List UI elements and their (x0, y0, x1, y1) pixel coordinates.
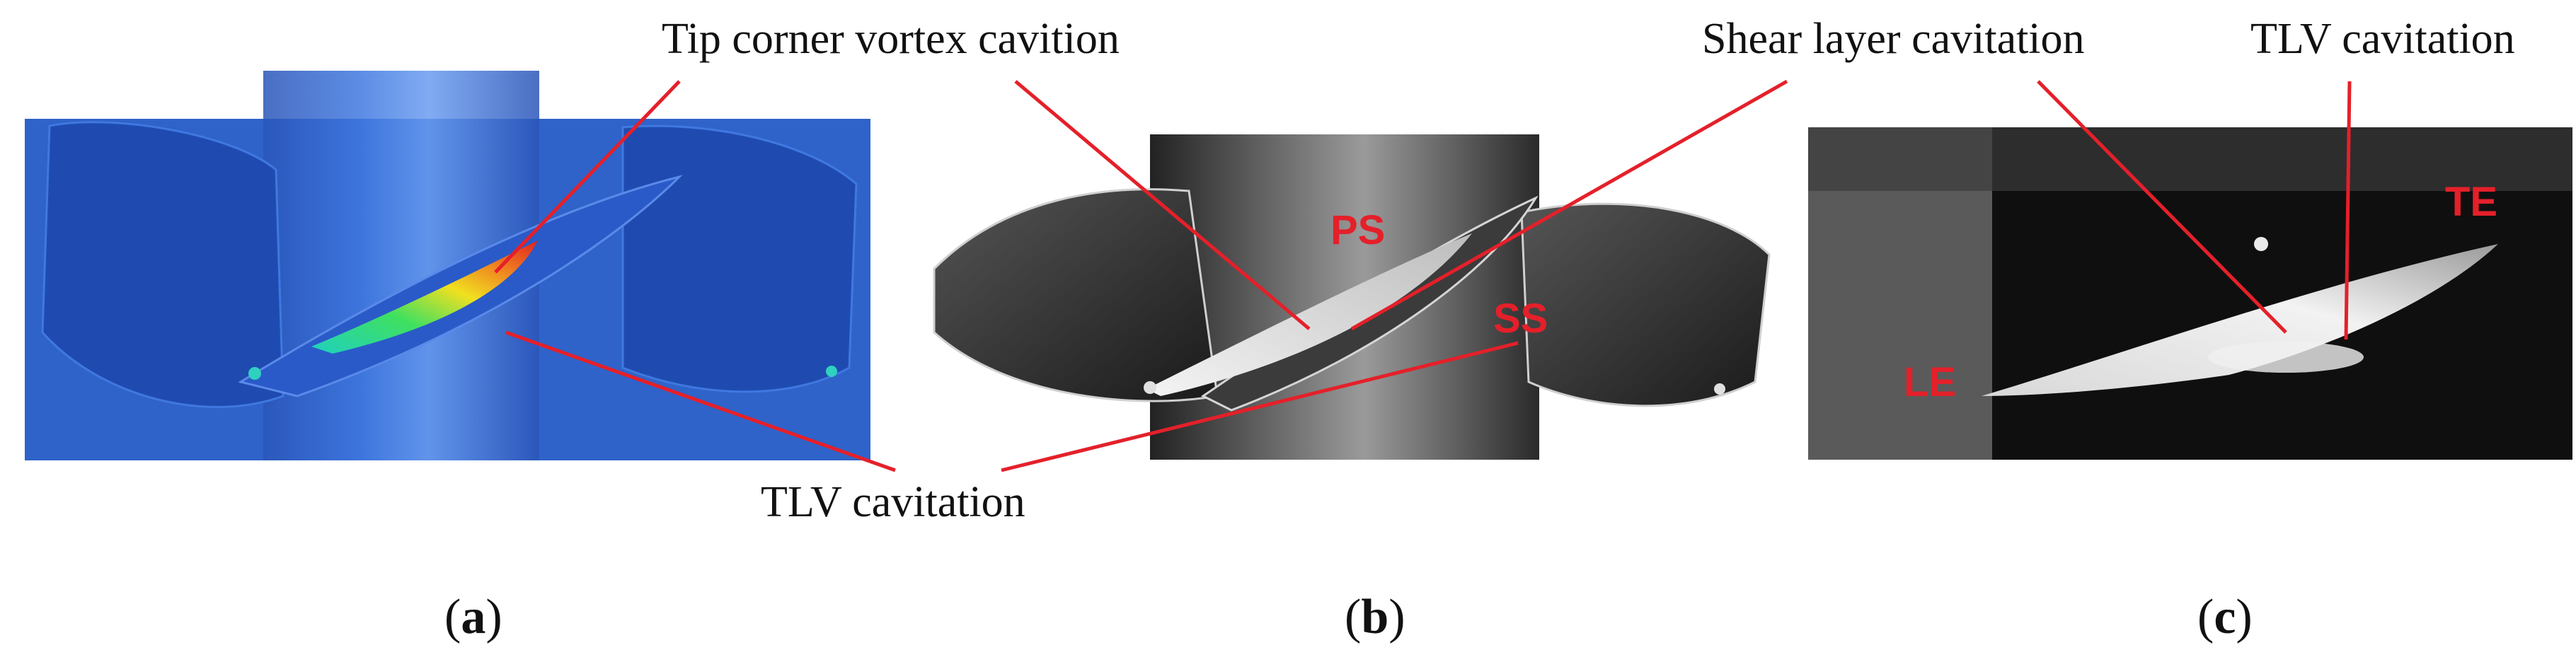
panel-label-b-letter: b (1361, 590, 1388, 644)
panel-b-blade-tip-left (1144, 381, 1156, 394)
leader-tlv-top-to-c (2344, 81, 2352, 340)
leader-shear-to-b (1350, 79, 1788, 331)
panel-b-blade-tip-right (1714, 383, 1725, 395)
region-label-le: LE (1904, 359, 1956, 405)
panel-b-cavitation-region (1146, 233, 1472, 396)
panel-label-c-letter: c (2214, 590, 2236, 644)
panel-c-shear-layer-cloud (2208, 342, 2364, 373)
leader-tip-corner-to-b (1014, 80, 1311, 330)
leader-tlv-bottom-to-a (505, 330, 896, 472)
annotation-tip-corner-vortex: Tip corner vortex cavition (662, 15, 1120, 63)
panel-c-photo-image: LE TE (1808, 127, 2572, 460)
panel-a-right-blade (621, 124, 858, 393)
region-label-ps: PS (1330, 207, 1385, 253)
panel-b-render-image: PS SS (933, 134, 1771, 460)
panel-c-top-wall (1808, 127, 2572, 191)
panel-label-c: (c) (2197, 590, 2253, 644)
region-label-ss: SS (1493, 296, 1548, 342)
panel-label-a-letter: a (461, 590, 485, 644)
leader-lines (494, 79, 2352, 472)
panel-a-cfd-image (25, 71, 870, 460)
panel-label-a: (a) (444, 590, 502, 644)
panel-a-left-blade (41, 121, 284, 408)
leader-shear-to-c (2037, 80, 2287, 334)
panel-b-left-blade (933, 188, 1219, 402)
annotation-shear-layer: Shear layer cavitation (1702, 15, 2085, 63)
panel-c-light-spot (2254, 237, 2268, 251)
panel-a-blade-tip-right (826, 366, 837, 377)
panel-a-blade-tip-left (248, 367, 261, 380)
leader-tip-corner-to-a (494, 80, 681, 274)
leader-tlv-bottom-to-b (1001, 341, 1519, 472)
panel-b-right-blade (1520, 202, 1771, 407)
panel-c-blade-cavitation (1982, 244, 2498, 396)
annotation-tlv-bottom: TLV cavitation (761, 478, 1025, 526)
panel-label-b: (b) (1345, 590, 1405, 644)
annotation-tlv-top: TLV cavitation (2250, 15, 2515, 63)
panel-a-cavitation-region (311, 240, 538, 354)
region-label-te: TE (2445, 179, 2497, 225)
